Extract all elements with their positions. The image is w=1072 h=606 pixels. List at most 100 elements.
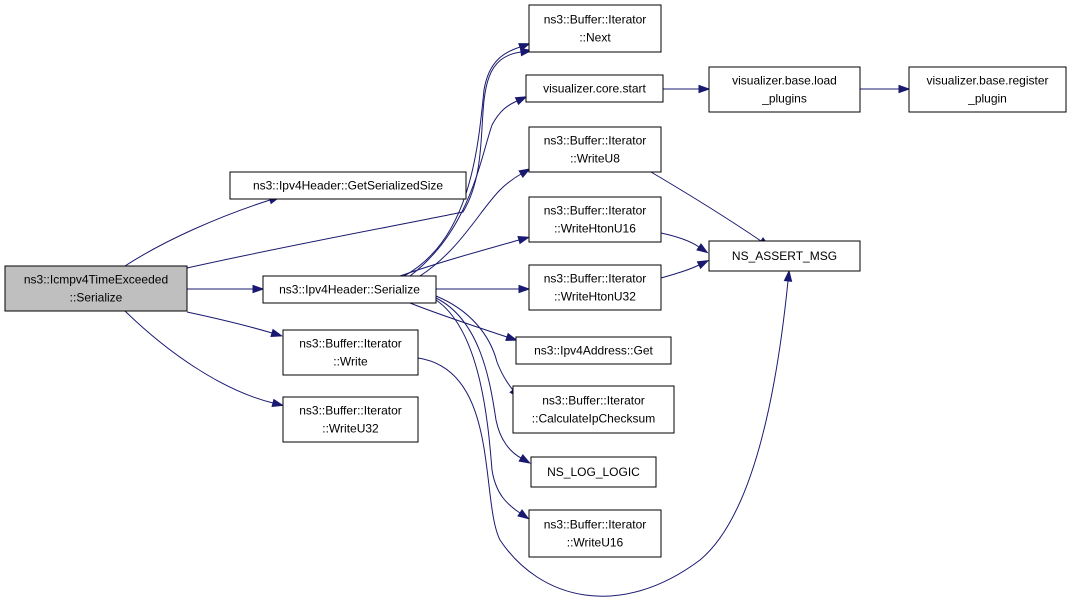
edge-line — [403, 46, 521, 277]
node-bufWriteHtonU16[interactable]: ns3::Buffer::Iterator::WriteHtonU16 — [528, 196, 662, 243]
edge-root-to-bufWriteU32 — [124, 310, 285, 408]
node-label: visualizer.base.register — [926, 74, 1048, 88]
node-vizLoad[interactable]: visualizer.base.load_plugins — [708, 66, 861, 113]
node-box[interactable] — [525, 74, 664, 103]
edge-arrowhead — [519, 47, 533, 57]
node-box[interactable] — [512, 385, 675, 434]
node-nsLogLogic[interactable]: NS_LOG_LOGIC — [530, 456, 657, 488]
edge-arrowhead — [505, 332, 518, 341]
node-bufNext[interactable]: ns3::Buffer::Iterator::Next — [528, 4, 662, 53]
edge-bufWriteHtonU32-to-nsAssert — [660, 260, 710, 279]
node-label: ns3::Buffer::Iterator — [544, 134, 647, 148]
node-bufChecksum[interactable]: ns3::Buffer::Iterator::CalculateIpChecks… — [512, 385, 675, 434]
edge-line — [186, 51, 522, 269]
node-bufWriteHtonU32[interactable]: ns3::Buffer::Iterator::WriteHtonU32 — [528, 264, 662, 311]
node-box[interactable] — [229, 171, 467, 200]
node-label: ns3::Buffer::Iterator — [542, 394, 645, 408]
edge-ipv4Serialize-to-ipv4AddrGet — [409, 302, 518, 341]
node-label: _plugin — [967, 92, 1007, 106]
edge-arrowhead — [696, 260, 710, 270]
node-label: ns3::Icmpv4TimeExceeded — [24, 273, 168, 287]
nodes-layer: ns3::Icmpv4TimeExceeded::Serializens3::I… — [4, 4, 1067, 558]
node-root[interactable]: ns3::Icmpv4TimeExceeded::Serialize — [4, 265, 188, 312]
node-bufWriteU32[interactable]: ns3::Buffer::Iterator::WriteU32 — [282, 396, 419, 443]
node-label: ::Next — [579, 31, 611, 45]
edge-line — [399, 239, 520, 277]
edge-root-to-bufNext — [186, 47, 533, 269]
node-label: ns3::Buffer::Iterator — [299, 337, 402, 351]
node-label: ::Serialize — [70, 291, 123, 305]
node-label: ns3::Buffer::Iterator — [544, 272, 647, 286]
node-label: ::WriteHtonU32 — [554, 290, 636, 304]
node-label: ::WriteU32 — [322, 422, 379, 436]
edge-bufWriteU8-to-nsAssert — [650, 171, 771, 248]
node-box[interactable] — [528, 4, 662, 53]
edge-line — [409, 302, 508, 338]
node-box[interactable] — [262, 275, 437, 304]
node-box[interactable] — [530, 456, 657, 488]
node-ipv4Serialize[interactable]: ns3::Ipv4Header::Serialize — [262, 275, 437, 304]
edge-line — [419, 173, 522, 277]
edge-ipv4Serialize-to-bufWriteU8 — [419, 168, 531, 277]
node-box[interactable] — [528, 126, 662, 173]
edge-ipv4Serialize-to-bufWriteHtonU16 — [399, 235, 531, 277]
edge-line — [660, 264, 700, 279]
node-label: ::Write — [333, 355, 368, 369]
node-box[interactable] — [4, 265, 188, 312]
node-getSerializedSize[interactable]: ns3::Ipv4Header::GetSerializedSize — [229, 171, 467, 200]
edge-root-to-bufWrite — [186, 311, 284, 337]
node-bufWrite[interactable]: ns3::Buffer::Iterator::Write — [282, 329, 419, 376]
edge-arrowhead — [898, 84, 911, 94]
node-box[interactable] — [528, 196, 662, 243]
edge-arrowhead — [518, 284, 531, 294]
node-label: visualizer.core.start — [543, 82, 646, 96]
node-label: ns3::Ipv4Address::Get — [534, 344, 653, 358]
edge-line — [417, 280, 789, 597]
node-box[interactable] — [708, 66, 861, 113]
node-label: ns3::Ipv4Header::Serialize — [279, 283, 420, 297]
node-box[interactable] — [708, 240, 861, 272]
edge-arrowhead — [518, 43, 531, 52]
edge-bufWrite-to-nsAssert — [417, 269, 793, 597]
edge-ipv4Serialize-to-bufNext — [403, 43, 531, 277]
node-vizStart[interactable]: visualizer.core.start — [525, 74, 664, 103]
node-box[interactable] — [282, 396, 419, 443]
edge-arrowhead — [270, 328, 284, 337]
edge-line — [124, 199, 271, 267]
node-label: ns3::Ipv4Header::GetSerializedSize — [253, 179, 443, 193]
edge-arrowhead — [252, 284, 265, 294]
node-box[interactable] — [528, 509, 662, 558]
node-box[interactable] — [528, 264, 662, 311]
node-label: ns3::Buffer::Iterator — [544, 518, 647, 532]
node-box[interactable] — [282, 329, 419, 376]
edges-layer — [124, 43, 911, 597]
node-label: ::CalculateIpChecksum — [532, 412, 655, 426]
node-label: NS_LOG_LOGIC — [547, 465, 640, 479]
edge-bufWriteHtonU16-to-nsAssert — [660, 232, 709, 254]
edge-arrowhead — [783, 269, 793, 282]
edge-ipv4Serialize-to-nsLogLogic — [435, 297, 531, 464]
edge-ipv4Serialize-to-vizStart — [409, 96, 528, 277]
edge-arrowhead — [518, 168, 531, 178]
edge-vizLoad-to-vizRegister — [860, 84, 911, 94]
node-label: ::WriteHtonU16 — [554, 222, 636, 236]
edge-line — [435, 297, 522, 459]
edge-line — [124, 310, 274, 404]
node-label: _plugins — [761, 92, 807, 106]
edge-root-to-getSerializedSize — [124, 196, 281, 267]
node-ipv4AddrGet[interactable]: ns3::Ipv4Address::Get — [515, 336, 672, 365]
node-label: ::WriteU16 — [567, 536, 624, 550]
edge-line — [186, 311, 273, 334]
edge-line — [435, 295, 514, 391]
node-vizRegister[interactable]: visualizer.base.register _plugin — [908, 66, 1067, 113]
node-box[interactable] — [515, 336, 672, 365]
node-label: ns3::Buffer::Iterator — [544, 204, 647, 218]
node-bufWriteU16[interactable]: ns3::Buffer::Iterator::WriteU16 — [528, 509, 662, 558]
node-bufWriteU8[interactable]: ns3::Buffer::Iterator::WriteU8 — [528, 126, 662, 173]
edge-line — [435, 299, 521, 514]
node-label: ns3::Buffer::Iterator — [544, 13, 647, 27]
edge-ipv4Serialize-to-bufWriteU16 — [435, 299, 530, 520]
node-nsAssert[interactable]: NS_ASSERT_MSG — [708, 240, 861, 272]
edge-arrowhead — [698, 84, 711, 94]
node-box[interactable] — [908, 66, 1067, 113]
